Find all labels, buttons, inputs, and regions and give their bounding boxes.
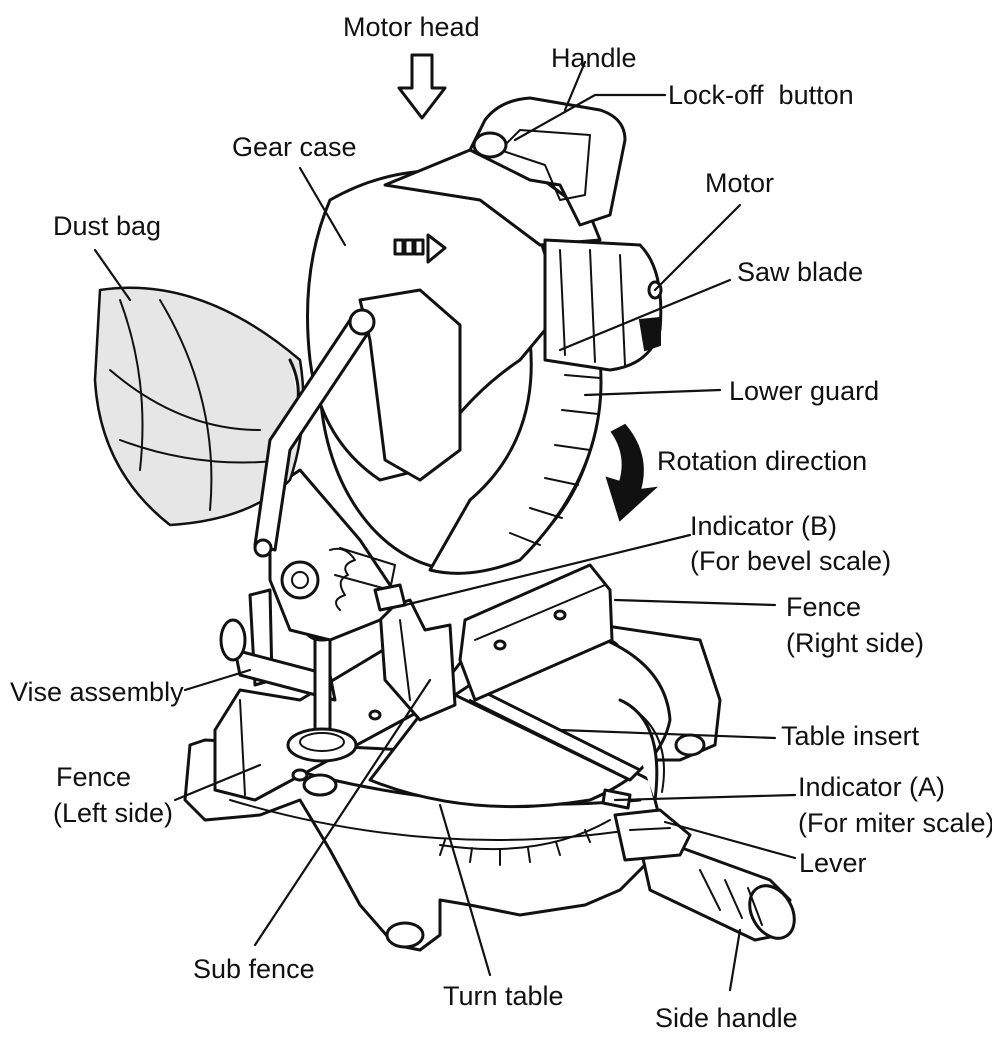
label-fence-left-line2: (Left side) [53, 798, 173, 828]
label-saw-blade: Saw blade [737, 257, 863, 287]
label-sub-fence: Sub fence [193, 954, 315, 984]
label-motor-head: Motor head [343, 12, 480, 42]
sub-fence [378, 598, 457, 722]
label-handle: Handle [551, 43, 637, 73]
label-motor: Motor [705, 168, 774, 198]
label-gear-case: Gear case [232, 132, 357, 162]
labels: Motor head Handle Lock-off button Gear c… [10, 12, 992, 1033]
motor [543, 238, 663, 372]
label-table-insert: Table insert [781, 721, 920, 751]
leader-dust-bag [93, 248, 132, 302]
rotation-mark-icon [393, 233, 447, 264]
leader-handle [563, 60, 587, 112]
table-insert [453, 683, 642, 782]
leader-turn-table [438, 803, 492, 977]
leader-sub-fence [253, 678, 432, 947]
leader-vise-assembly [183, 668, 252, 692]
label-vise-assembly: Vise assembly [10, 677, 184, 707]
leader-lever [663, 820, 797, 860]
label-indicator-a-line1: Indicator (A) [798, 772, 945, 802]
leader-saw-blade [558, 278, 732, 352]
label-turn-table: Turn table [443, 981, 564, 1011]
rotation-arrow-icon [605, 423, 659, 522]
label-fence-right-line1: Fence [786, 592, 861, 622]
leader-lines [93, 60, 797, 992]
leader-side-handle [728, 928, 742, 992]
label-rotation-direction: Rotation direction [657, 446, 867, 476]
leader-motor [653, 203, 742, 292]
side-handle [638, 838, 796, 942]
label-lever: Lever [799, 848, 867, 878]
handle [468, 96, 627, 227]
gear-case [306, 169, 552, 482]
leader-fence-left [173, 763, 262, 802]
down-arrow-icon [397, 53, 447, 120]
label-indicator-a-line2: (For miter scale) [798, 808, 992, 838]
label-side-handle: Side handle [655, 1003, 798, 1033]
leader-lock-off-button [513, 93, 667, 142]
miter-saw-illustration [93, 53, 796, 952]
label-dust-bag: Dust bag [53, 211, 161, 241]
indicator-b [373, 583, 407, 612]
pivot-housing [268, 468, 402, 642]
label-indicator-b-line1: Indicator (B) [690, 511, 837, 541]
leader-indicator-b [403, 533, 692, 607]
dust-bag [93, 286, 305, 527]
leader-lower-guard [583, 388, 722, 397]
leader-table-insert [558, 728, 777, 740]
label-fence-left-line1: Fence [56, 762, 131, 792]
leader-indicator-a [613, 793, 797, 802]
label-indicator-b-line2: (For bevel scale) [690, 546, 891, 576]
label-lock-off-button: Lock-off button [668, 80, 854, 110]
leader-fence-right [613, 598, 777, 607]
lever [613, 808, 692, 862]
lock-off-button [472, 131, 508, 159]
link-rod [253, 308, 376, 558]
label-fence-right-line2: (Right side) [786, 628, 924, 658]
leader-gear-case [298, 166, 347, 247]
fence-right [458, 563, 614, 702]
label-lower-guard: Lower guard [729, 376, 879, 406]
